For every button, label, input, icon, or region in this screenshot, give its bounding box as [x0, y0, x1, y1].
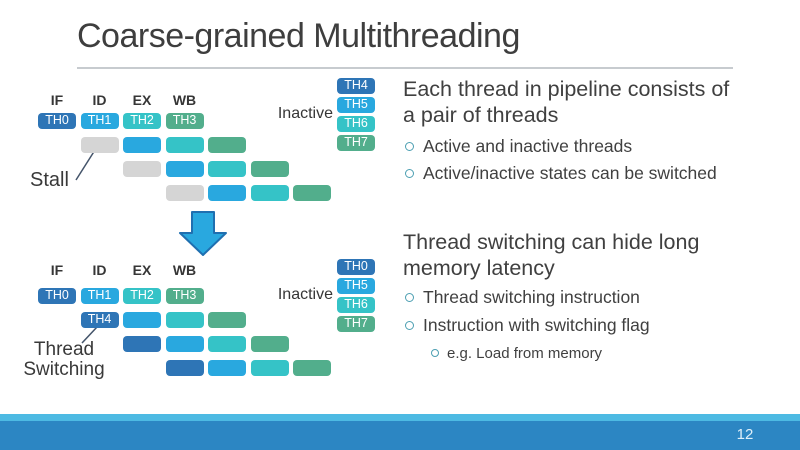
heading2-line1: Thread switching can hide long: [403, 230, 700, 254]
stall-pointer-line: [75, 149, 96, 181]
stage-header: ID: [92, 262, 107, 278]
bullet-circle-icon: [405, 293, 414, 302]
pipeline-block: [250, 161, 289, 177]
pipeline-block: [208, 336, 246, 352]
content-column: Each thread in pipeline consists of a pa…: [403, 76, 799, 363]
inactive-thread-block: TH0: [337, 259, 375, 275]
pipeline-block-labeled: TH1: [80, 288, 119, 304]
down-arrow-icon: [179, 211, 227, 256]
inactive-thread-block: TH7: [337, 316, 375, 332]
sub-bullet-text: e.g. Load from memory: [447, 345, 603, 362]
pipeline-block: [80, 137, 119, 153]
pipeline-block-labeled: TH0: [38, 288, 76, 304]
bullet-circle-icon: [405, 321, 414, 330]
pipeline-block: [208, 360, 246, 376]
stage-header: WB: [172, 262, 197, 278]
bullet-text: Active and inactive threads: [423, 136, 633, 156]
inactive-label-bottom: Inactive: [277, 286, 333, 303]
thread-switching-label-line2: Switching: [23, 359, 105, 380]
stage-header: ID: [92, 92, 107, 108]
pipeline-block: [165, 185, 204, 201]
stage-header: IF: [50, 262, 64, 278]
stage-header: IF: [50, 92, 64, 108]
pipeline-block-labeled: TH3: [165, 113, 204, 129]
pipeline-block: [250, 336, 289, 352]
pipeline-block: [165, 336, 204, 352]
pipeline-block: [165, 161, 204, 177]
inactive-thread-block: TH5: [337, 278, 375, 294]
stage-header: WB: [172, 92, 197, 108]
inactive-thread-block: TH6: [337, 297, 375, 313]
pipeline-block: [123, 161, 161, 177]
footer-bar: [0, 421, 800, 450]
sub-bullet-item: e.g. Load from memory: [403, 344, 799, 363]
slide-title: Coarse-grained Multithreading: [77, 17, 520, 55]
bullet-item: Active and inactive threads: [403, 136, 799, 157]
pipeline-block: [123, 312, 161, 328]
page-number: 12: [736, 426, 754, 443]
pipeline-block-labeled: TH0: [38, 113, 76, 129]
pipeline-block-labeled: TH3: [165, 288, 204, 304]
pipeline-block: [293, 185, 331, 201]
inactive-thread-block: TH4: [337, 78, 375, 94]
inactive-thread-block: TH5: [337, 97, 375, 113]
pipeline-block: [208, 161, 246, 177]
pipeline-block: [250, 360, 289, 376]
bullet-item: Thread switching instruction: [403, 287, 799, 308]
pipeline-block: [208, 312, 246, 328]
pipeline-block: [123, 336, 161, 352]
inactive-label-top: Inactive: [277, 105, 333, 122]
stage-header: EX: [132, 92, 152, 108]
thread-switching-label: Thread Switching: [10, 340, 118, 380]
pipeline-block: [123, 137, 161, 153]
footer-stripe: [0, 414, 800, 421]
bullet-text: Instruction with switching flag: [423, 315, 650, 335]
bullet-circle-icon: [405, 169, 414, 178]
bullet-item: Instruction with switching flag: [403, 315, 799, 336]
pipeline-block-labeled: TH4: [80, 312, 119, 328]
heading1-line2: a pair of threads: [403, 103, 559, 127]
pipeline-block-labeled: TH2: [123, 113, 161, 129]
stage-header: EX: [132, 262, 152, 278]
bullet-item: Active/inactive states can be switched: [403, 163, 799, 184]
bullet-circle-icon: [405, 142, 414, 151]
pipeline-block: [208, 137, 246, 153]
inactive-thread-block: TH7: [337, 135, 375, 151]
pipeline-block: [165, 312, 204, 328]
pipeline-block-labeled: TH2: [123, 288, 161, 304]
content-heading-1: Each thread in pipeline consists of a pa…: [403, 76, 799, 128]
pipeline-block: [250, 185, 289, 201]
pipeline-block-labeled: TH1: [80, 113, 119, 129]
bullet-circle-icon: [431, 349, 439, 357]
bullet-text: Active/inactive states can be switched: [423, 163, 717, 183]
bullet-text: Thread switching instruction: [423, 287, 640, 307]
stall-label: Stall: [30, 169, 69, 191]
content-heading-2: Thread switching can hide long memory la…: [403, 229, 799, 281]
thread-switching-label-line1: Thread: [33, 339, 95, 360]
pipeline-block: [165, 360, 204, 376]
inactive-thread-block: TH6: [337, 116, 375, 132]
pipeline-block: [293, 360, 331, 376]
heading1-line1: Each thread in pipeline consists of: [403, 77, 730, 101]
heading2-line2: memory latency: [403, 256, 555, 280]
title-underline: [77, 67, 733, 69]
pipeline-block: [165, 137, 204, 153]
pipeline-block: [208, 185, 246, 201]
